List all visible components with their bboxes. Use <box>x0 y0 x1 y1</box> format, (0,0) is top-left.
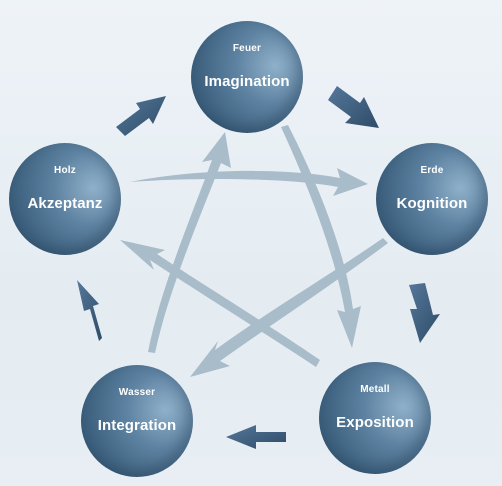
star-arrow-wasser-feuer <box>148 132 231 353</box>
cycle-arrow-wasser-holz <box>77 280 102 341</box>
node-holz-element: Holz <box>54 165 76 176</box>
node-erde-label: Kognition <box>396 195 468 212</box>
node-wasser-label: Integration <box>97 417 177 434</box>
cycle-arrow-feuer-erde <box>328 86 379 128</box>
node-metall-label: Exposition <box>336 414 414 431</box>
cycle-arrow-erde-metall <box>409 283 440 343</box>
cycle-arrows <box>77 86 440 449</box>
star-arrow-feuer-metall <box>281 125 361 348</box>
node-erde-element: Erde <box>420 165 444 176</box>
node-wasser: Wasser Integration <box>81 365 193 477</box>
node-metall: Metall Exposition <box>319 362 431 474</box>
node-wasser-element: Wasser <box>118 387 156 398</box>
node-holz: Holz Akzeptanz <box>9 143 121 255</box>
star-arrows <box>120 125 388 377</box>
node-feuer-label: Imagination <box>204 73 290 90</box>
node-feuer: Feuer Imagination <box>191 21 303 133</box>
star-arrow-metall-holz <box>120 240 320 367</box>
star-arrow-holz-erde <box>130 168 368 196</box>
cycle-arrow-metall-wasser <box>226 425 286 449</box>
node-metall-element: Metall <box>360 384 390 395</box>
cycle-arrow-holz-feuer <box>116 96 166 136</box>
node-feuer-element: Feuer <box>232 43 262 54</box>
node-holz-label: Akzeptanz <box>27 195 103 212</box>
node-erde: Erde Kognition <box>376 143 488 255</box>
